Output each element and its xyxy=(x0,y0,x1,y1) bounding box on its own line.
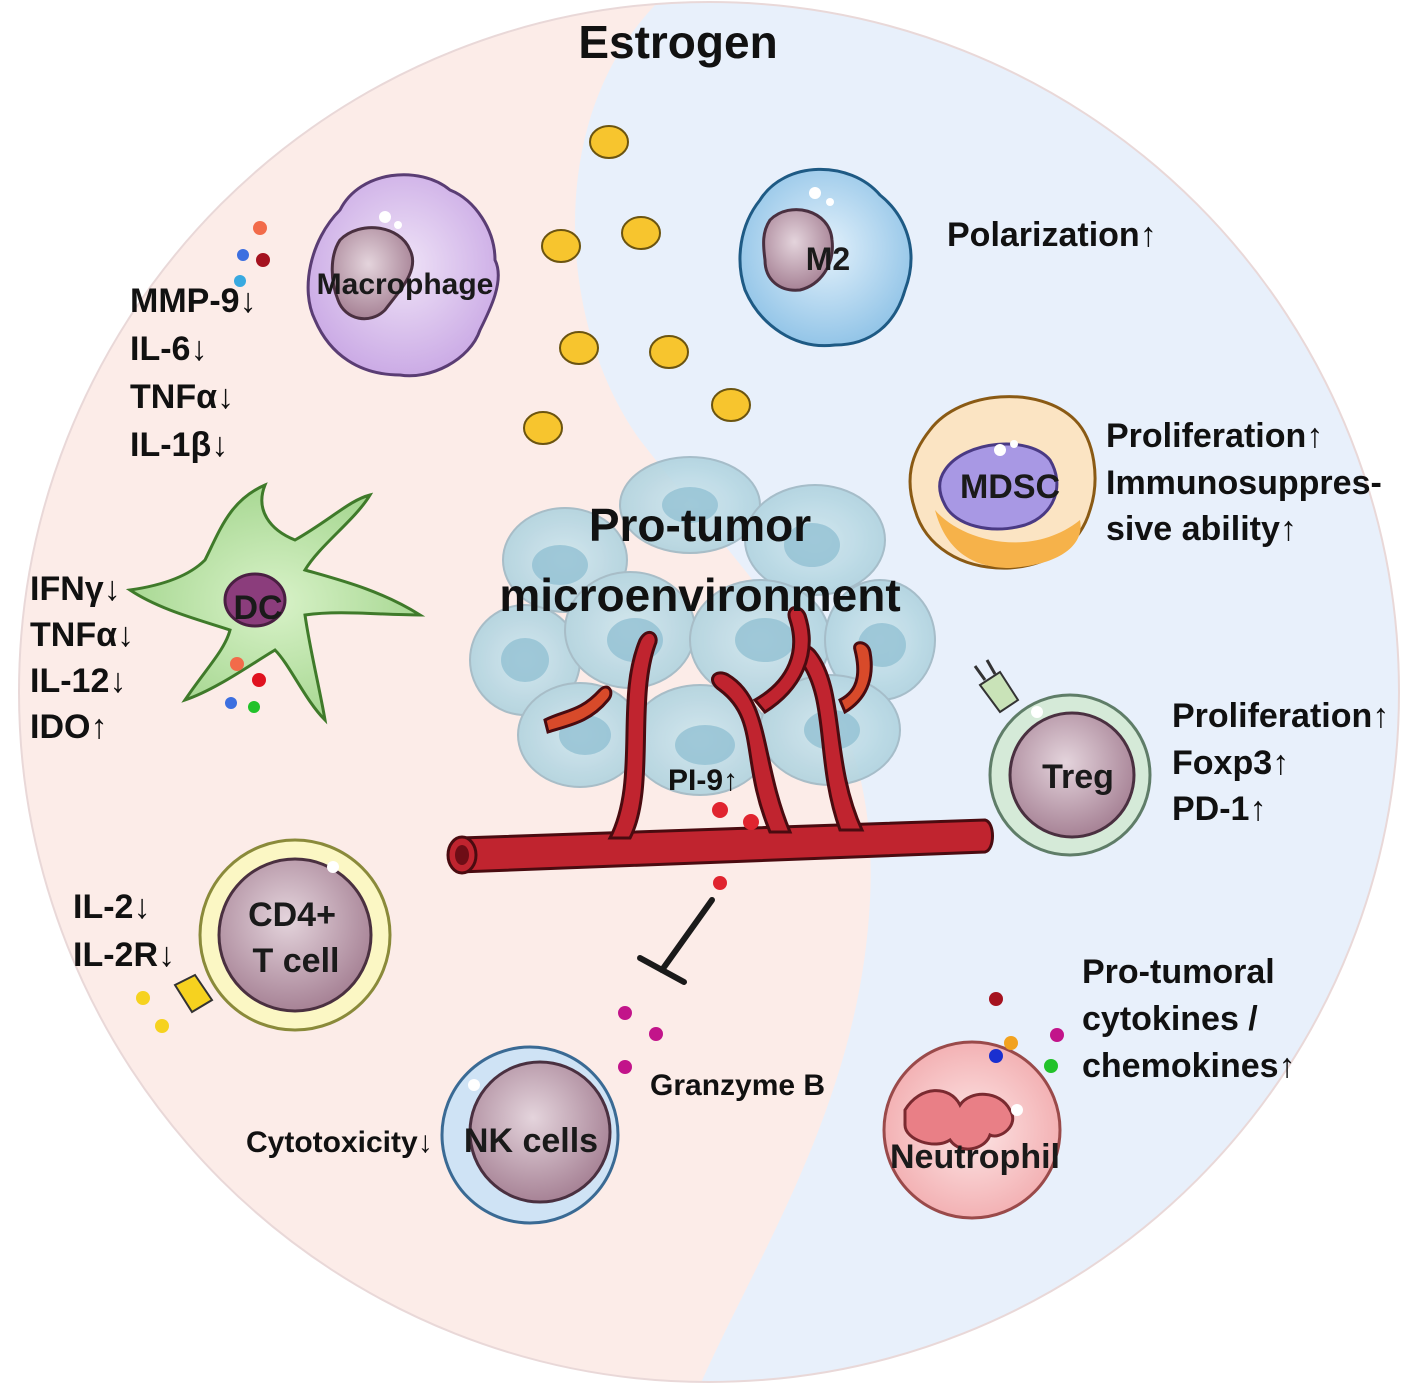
macrophage-effect-2: IL-6↓ xyxy=(130,330,207,368)
treg-effect-2: Foxp3↑ xyxy=(1172,744,1289,782)
cd4-label-line1: CD4+ xyxy=(248,896,336,934)
nk-effect: Cytotoxicity↓ xyxy=(246,1126,433,1159)
macrophage-cell: Macrophage xyxy=(306,173,500,378)
estrogen-particle-icon xyxy=(523,411,563,445)
neutrophil-effect-2: cytokines / xyxy=(1082,1000,1258,1038)
dc-effect-1: IFNγ↓ xyxy=(30,570,121,608)
m2-cell: M2 xyxy=(738,167,913,348)
granzyme-dots xyxy=(618,1006,663,1074)
macrophage-effect-3: TNFα↓ xyxy=(130,378,234,416)
receptor-plug-icon xyxy=(973,659,1020,714)
estrogen-particles xyxy=(523,125,751,445)
cd4-effect-2: IL-2R↓ xyxy=(73,936,175,974)
outer-circle xyxy=(18,1,1400,1383)
estrogen-particle-icon xyxy=(711,388,751,422)
title-estrogen: Estrogen xyxy=(578,16,777,68)
treg-effect-1: Proliferation↑ xyxy=(1172,697,1389,735)
dc-cell: DC xyxy=(125,482,426,725)
treg-label: Treg xyxy=(1042,758,1114,796)
mdsc-effect-2: Immunosuppres- xyxy=(1106,464,1382,502)
inhibition-arrow-icon xyxy=(637,897,715,985)
dc-effect-4: IDO↑ xyxy=(30,708,107,746)
neutrophil-effect-1: Pro-tumoral xyxy=(1082,953,1275,991)
treg-effect-3: PD-1↑ xyxy=(1172,790,1266,828)
mdsc-effect-3: sive ability↑ xyxy=(1106,510,1297,548)
estrogen-particle-icon xyxy=(649,335,689,369)
estrogen-particle-icon xyxy=(541,229,581,263)
neutrophil-effect-3: chemokines↑ xyxy=(1082,1047,1296,1085)
macrophage-effect-4: IL-1β↓ xyxy=(130,426,228,464)
neutrophil-label: Neutrophil xyxy=(890,1138,1060,1176)
receptor-plug-icon xyxy=(136,973,214,1033)
cd4-label-line2: T cell xyxy=(253,942,340,980)
blood-vessel-icon xyxy=(446,606,994,890)
dc-effect-2: TNFα↓ xyxy=(30,616,134,654)
neutrophil-cell: Neutrophil xyxy=(882,1040,1062,1220)
nk-label: NK cells xyxy=(464,1122,598,1160)
cd4-t-cell: CD4+ T cell xyxy=(136,838,392,1033)
macrophage-label: Macrophage xyxy=(317,268,494,301)
estrogen-particle-icon xyxy=(589,125,629,159)
cd4-effect-1: IL-2↓ xyxy=(73,888,150,926)
m2-effect-1: Polarization↑ xyxy=(947,216,1157,254)
macrophage-effect-1: MMP-9↓ xyxy=(130,282,257,320)
dc-cytokine-dots xyxy=(225,657,266,713)
estrogen-particle-icon xyxy=(621,216,661,250)
estrogen-particle-icon xyxy=(559,331,599,365)
nk-granzyme-label: Granzyme B xyxy=(650,1069,825,1102)
nk-cell: NK cells xyxy=(440,1045,620,1225)
center-title-line1: Pro-tumor xyxy=(589,499,811,551)
macrophage-cytokine-dots xyxy=(234,221,270,287)
vessel-label-pi9: PI-9↑ xyxy=(668,764,738,797)
mdsc-label: MDSC xyxy=(960,468,1060,506)
mdsc-cell: MDSC xyxy=(908,395,1097,570)
mdsc-effect-1: Proliferation↑ xyxy=(1106,417,1323,455)
dc-label: DC xyxy=(233,589,282,627)
m2-label: M2 xyxy=(806,241,850,277)
center-title-line2: microenvironment xyxy=(499,569,900,621)
treg-cell: Treg xyxy=(973,659,1152,857)
neutrophil-cytokine-dots xyxy=(989,992,1064,1073)
dc-effect-3: IL-12↓ xyxy=(30,662,126,700)
